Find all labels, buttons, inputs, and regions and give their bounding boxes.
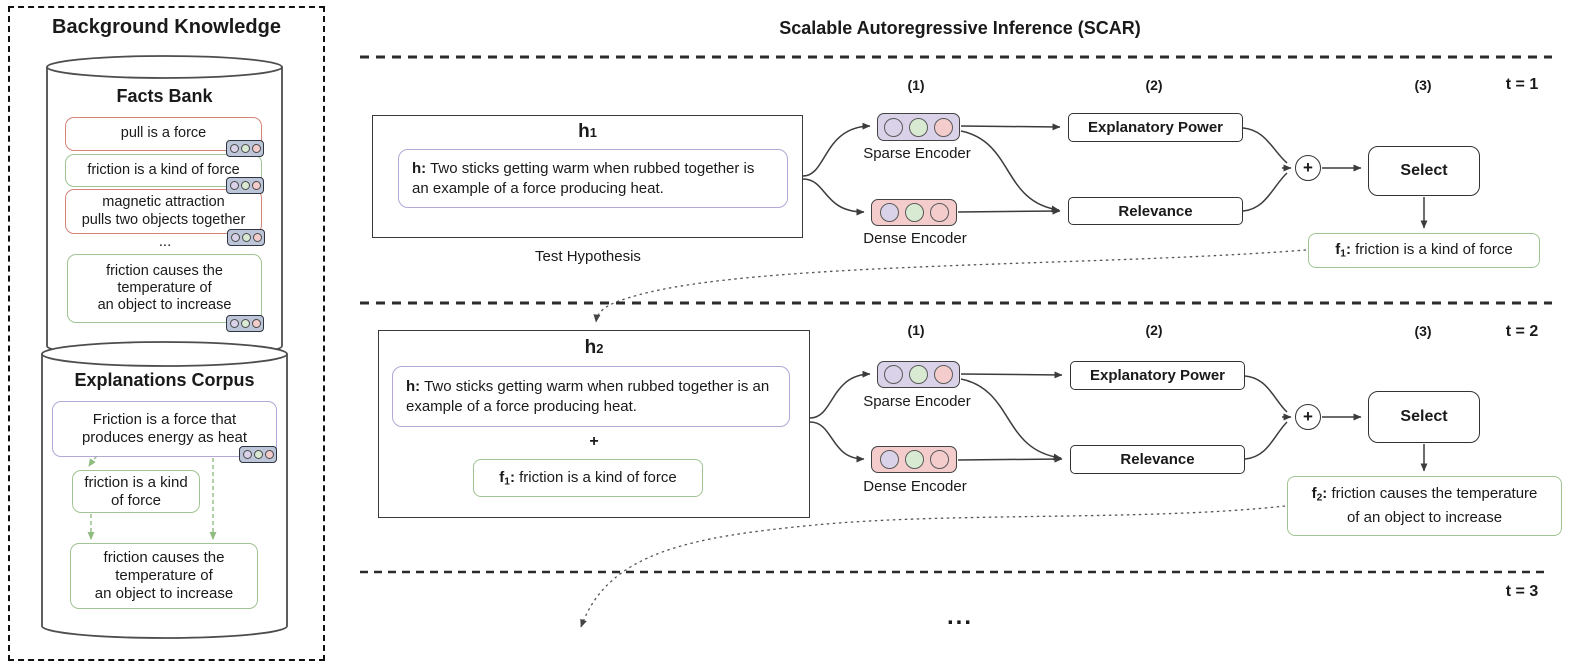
embedding-chip-icon [239,446,277,463]
sparse-encoder-icon [877,361,960,388]
hypothesis-text-box: h: Two sticks getting warm when rubbed t… [398,149,788,208]
explanation-box: friction causes the temperature of an ob… [70,543,258,609]
sparse-encoder-icon [877,113,960,141]
relevance-box: Relevance [1068,197,1243,225]
dense-encoder-icon [871,199,957,226]
step-label-3: (3) [1414,77,1432,93]
relevance-box: Relevance [1070,445,1245,474]
fact-box: friction causes the temperature of an ob… [67,254,262,323]
concatenation-plus: + [589,433,599,450]
step-label-1: (1) [907,77,925,93]
sum-node: + [1295,155,1321,181]
step-label-2: (2) [1145,77,1163,93]
selected-fact-t1: f1: friction is a kind of force [1308,233,1540,268]
sparse-encoder-label: Sparse Encoder [863,145,971,162]
step-label-3: (3) [1414,323,1432,339]
explanatory-power-box: Explanatory Power [1070,361,1245,390]
dense-encoder-label: Dense Encoder [863,230,967,247]
select-box: Select [1368,146,1480,196]
dense-encoder-icon [871,446,957,473]
selected-fact-t2: f2: friction causes the temperature of a… [1287,476,1562,536]
explanations-corpus-title: Explanations Corpus [74,369,255,390]
embedding-chip-icon [227,229,265,246]
facts-ellipsis: ... [158,232,172,250]
explanation-box: friction is a kind of force [72,470,200,513]
previous-fact-box: f1: friction is a kind of force [473,459,703,497]
test-hypothesis-caption: Test Hypothesis [535,247,641,265]
hypothesis-text-box: h: Two sticks getting warm when rubbed t… [392,366,790,427]
dense-encoder-label: Dense Encoder [863,478,967,495]
timestep-label: t = 2 [1505,323,1539,340]
background-knowledge-title: Background Knowledge [52,15,281,38]
background-knowledge-panel [8,6,325,661]
fact-box: magnetic attraction pulls two objects to… [65,189,262,234]
facts-bank-title: Facts Bank [116,85,213,106]
timestep-label: t = 1 [1505,76,1539,93]
embedding-chip-icon [226,177,264,194]
timestep-label: t = 3 [1505,583,1539,600]
explanatory-power-box: Explanatory Power [1068,113,1243,142]
step-label-2: (2) [1145,322,1163,338]
sparse-encoder-label: Sparse Encoder [863,393,971,410]
figure-title: Scalable Autoregressive Inference (SCAR) [779,17,1141,38]
step-label-1: (1) [907,322,925,338]
embedding-chip-icon [226,140,264,157]
embedding-chip-icon [226,315,264,332]
continuation-ellipsis: ... [946,603,973,630]
sum-node: + [1295,404,1321,430]
select-box: Select [1368,391,1480,443]
